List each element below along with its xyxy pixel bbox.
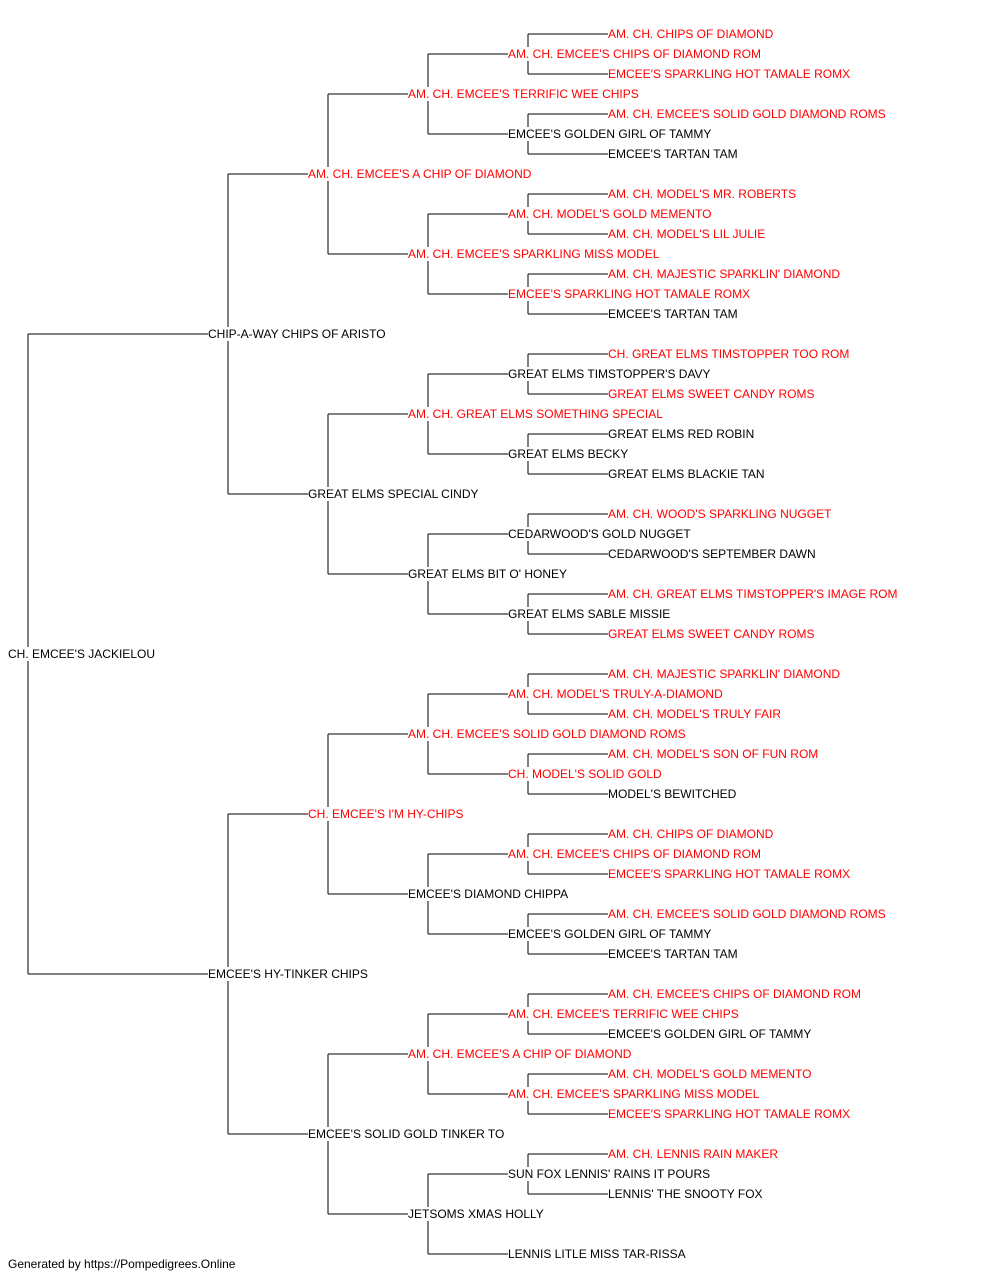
- pedigree-dog-gen4[interactable]: GREAT ELMS BECKY: [508, 447, 631, 461]
- pedigree-dog-gen2[interactable]: GREAT ELMS SPECIAL CINDY: [308, 487, 481, 501]
- pedigree-dog-gen5[interactable]: CEDARWOOD'S SEPTEMBER DAWN: [608, 547, 818, 561]
- pedigree-dog-gen5[interactable]: AM. CH. WOOD'S SPARKLING NUGGET: [608, 507, 834, 521]
- pedigree-dog-gen5[interactable]: EMCEE'S TARTAN TAM: [608, 147, 740, 161]
- pedigree-dog-gen3[interactable]: AM. CH. EMCEE'S TERRIFIC WEE CHIPS: [408, 87, 641, 101]
- pedigree-dog-gen5[interactable]: GREAT ELMS RED ROBIN: [608, 427, 757, 441]
- pedigree-dog-gen5[interactable]: EMCEE'S SPARKLING HOT TAMALE ROMX: [608, 67, 853, 81]
- generated-by-footer: Generated by https://Pompedigrees.Online: [8, 1257, 236, 1271]
- pedigree-dog-gen0[interactable]: CH. EMCEE'S JACKIELOU: [8, 647, 157, 661]
- pedigree-dog-gen2[interactable]: EMCEE'S SOLID GOLD TINKER TO: [308, 1127, 507, 1141]
- pedigree-dog-gen4[interactable]: CEDARWOOD'S GOLD NUGGET: [508, 527, 693, 541]
- pedigree-dog-gen5[interactable]: EMCEE'S TARTAN TAM: [608, 947, 740, 961]
- pedigree-dog-gen4[interactable]: EMCEE'S GOLDEN GIRL OF TAMMY: [508, 927, 714, 941]
- pedigree-dog-gen3[interactable]: AM. CH. EMCEE'S SOLID GOLD DIAMOND ROMS: [408, 727, 688, 741]
- pedigree-dog-gen4[interactable]: AM. CH. EMCEE'S CHIPS OF DIAMOND ROM: [508, 47, 763, 61]
- pedigree-dog-gen5[interactable]: EMCEE'S GOLDEN GIRL OF TAMMY: [608, 1027, 814, 1041]
- pedigree-dog-gen5[interactable]: EMCEE'S SPARKLING HOT TAMALE ROMX: [608, 867, 853, 881]
- pedigree-dog-gen4[interactable]: AM. CH. EMCEE'S CHIPS OF DIAMOND ROM: [508, 847, 763, 861]
- pedigree-dog-gen4[interactable]: EMCEE'S GOLDEN GIRL OF TAMMY: [508, 127, 714, 141]
- pedigree-dog-gen5[interactable]: AM. CH. CHIPS OF DIAMOND: [608, 27, 776, 41]
- pedigree-dog-gen1[interactable]: CHIP-A-WAY CHIPS OF ARISTO: [208, 327, 388, 341]
- pedigree-dog-gen4[interactable]: GREAT ELMS SABLE MISSIE: [508, 607, 673, 621]
- pedigree-dog-gen3[interactable]: GREAT ELMS BIT O' HONEY: [408, 567, 569, 581]
- pedigree-dog-gen1[interactable]: EMCEE'S HY-TINKER CHIPS: [208, 967, 370, 981]
- pedigree-dog-gen5[interactable]: AM. CH. MODEL'S SON OF FUN ROM: [608, 747, 821, 761]
- pedigree-dog-gen4[interactable]: SUN FOX LENNIS' RAINS IT POURS: [508, 1167, 713, 1181]
- pedigree-dog-gen5[interactable]: CH. GREAT ELMS TIMSTOPPER TOO ROM: [608, 347, 852, 361]
- pedigree-dog-gen5[interactable]: AM. CH. LENNIS RAIN MAKER: [608, 1147, 781, 1161]
- pedigree-dog-gen5[interactable]: AM. CH. MODEL'S GOLD MEMENTO: [608, 1067, 814, 1081]
- pedigree-dog-gen5[interactable]: AM. CH. MODEL'S MR. ROBERTS: [608, 187, 799, 201]
- pedigree-dog-gen5[interactable]: GREAT ELMS SWEET CANDY ROMS: [608, 387, 817, 401]
- pedigree-dog-gen5[interactable]: MODEL'S BEWITCHED: [608, 787, 739, 801]
- pedigree-dog-gen4[interactable]: EMCEE'S SPARKLING HOT TAMALE ROMX: [508, 287, 753, 301]
- pedigree-dog-gen5[interactable]: AM. CH. GREAT ELMS TIMSTOPPER'S IMAGE RO…: [608, 587, 900, 601]
- pedigree-dog-gen4[interactable]: AM. CH. MODEL'S GOLD MEMENTO: [508, 207, 714, 221]
- pedigree-dog-gen4[interactable]: LENNIS LITLE MISS TAR-RISSA: [508, 1247, 688, 1261]
- pedigree-dog-gen5[interactable]: AM. CH. CHIPS OF DIAMOND: [608, 827, 776, 841]
- pedigree-dog-gen5[interactable]: AM. CH. MODEL'S LIL JULIE: [608, 227, 768, 241]
- pedigree-dog-gen2[interactable]: AM. CH. EMCEE'S A CHIP OF DIAMOND: [308, 167, 534, 181]
- pedigree-dog-gen4[interactable]: AM. CH. MODEL'S TRULY-A-DIAMOND: [508, 687, 725, 701]
- pedigree-dog-gen4[interactable]: GREAT ELMS TIMSTOPPER'S DAVY: [508, 367, 713, 381]
- pedigree-dog-gen5[interactable]: AM. CH. MAJESTIC SPARKLIN' DIAMOND: [608, 267, 843, 281]
- pedigree-dog-gen5[interactable]: AM. CH. EMCEE'S SOLID GOLD DIAMOND ROMS: [608, 907, 888, 921]
- pedigree-dog-gen3[interactable]: EMCEE'S DIAMOND CHIPPA: [408, 887, 571, 901]
- pedigree-dog-gen3[interactable]: AM. CH. GREAT ELMS SOMETHING SPECIAL: [408, 407, 665, 421]
- pedigree-dog-gen5[interactable]: AM. CH. MODEL'S TRULY FAIR: [608, 707, 783, 721]
- pedigree-dog-gen2[interactable]: CH. EMCEE'S I'M HY-CHIPS: [308, 807, 466, 821]
- pedigree-dog-gen5[interactable]: AM. CH. MAJESTIC SPARKLIN' DIAMOND: [608, 667, 843, 681]
- pedigree-dog-gen5[interactable]: AM. CH. EMCEE'S SOLID GOLD DIAMOND ROMS: [608, 107, 888, 121]
- pedigree-dog-gen5[interactable]: LENNIS' THE SNOOTY FOX: [608, 1187, 765, 1201]
- pedigree-dog-gen5[interactable]: AM. CH. EMCEE'S CHIPS OF DIAMOND ROM: [608, 987, 863, 1001]
- pedigree-dog-gen5[interactable]: EMCEE'S TARTAN TAM: [608, 307, 740, 321]
- pedigree-dog-gen5[interactable]: GREAT ELMS BLACKIE TAN: [608, 467, 767, 481]
- pedigree-dog-gen4[interactable]: AM. CH. EMCEE'S TERRIFIC WEE CHIPS: [508, 1007, 741, 1021]
- pedigree-dog-gen3[interactable]: AM. CH. EMCEE'S SPARKLING MISS MODEL: [408, 247, 662, 261]
- pedigree-dog-gen3[interactable]: AM. CH. EMCEE'S A CHIP OF DIAMOND: [408, 1047, 634, 1061]
- pedigree-dog-gen3[interactable]: JETSOMS XMAS HOLLY: [408, 1207, 546, 1221]
- pedigree-dog-gen5[interactable]: GREAT ELMS SWEET CANDY ROMS: [608, 627, 817, 641]
- pedigree-dog-gen5[interactable]: EMCEE'S SPARKLING HOT TAMALE ROMX: [608, 1107, 853, 1121]
- pedigree-dog-gen4[interactable]: AM. CH. EMCEE'S SPARKLING MISS MODEL: [508, 1087, 762, 1101]
- pedigree-dog-gen4[interactable]: CH. MODEL'S SOLID GOLD: [508, 767, 664, 781]
